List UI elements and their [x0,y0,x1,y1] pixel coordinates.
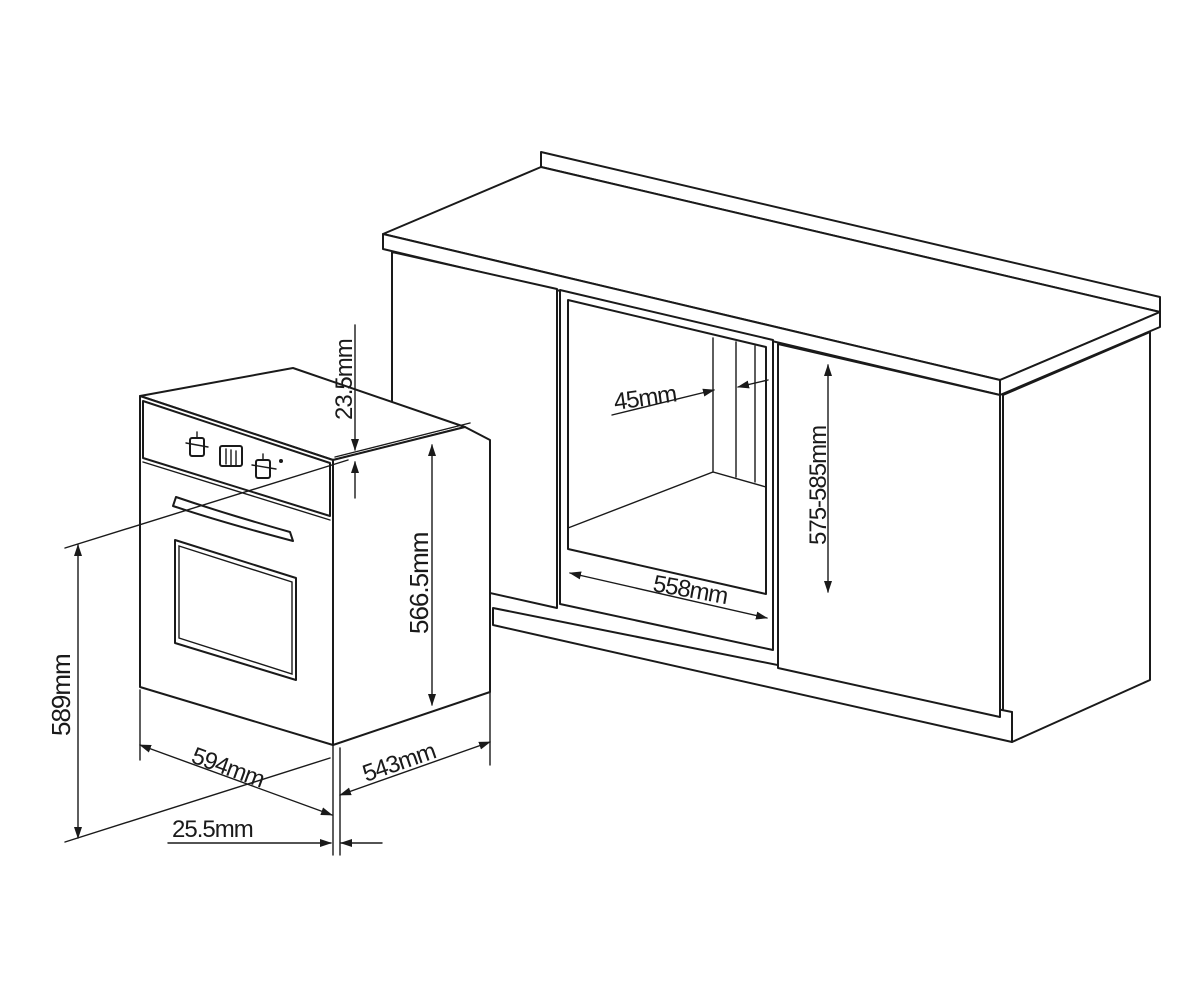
dim-depth-line [339,741,491,796]
dim-side-gap-right [737,379,769,389]
dim-total-height-ext-top [64,459,349,549]
label-total-height: 589mm [46,654,76,736]
label-front-offset: 25.5mm [172,816,253,843]
dim-cutout-width-line [569,571,768,620]
label-width: 594mm [188,742,268,793]
display-icon [219,445,243,467]
kitchen-cabinet [382,151,1161,743]
dimensions [64,324,832,847]
label-depth: 543mm [359,738,439,788]
dim-top-gap-ext [334,422,471,458]
dim-side-gap-left [611,388,715,416]
oven-window-inner [178,545,293,675]
knob-left-icon [185,431,209,457]
oven-door-handle [172,496,294,542]
label-oven-height: 566.5mm [404,533,434,634]
label-cutout-height: 575-585mm [805,426,832,545]
built-in-oven [139,367,491,856]
control-panel-bottom-edge [142,461,331,521]
dim-width-line [139,744,333,816]
cabinet-side-panel [1002,331,1151,743]
oven-window [174,539,297,681]
worktop-side-edge [999,311,1161,396]
cabinet-right-door [777,343,1001,718]
knob-right-icon [251,453,283,479]
label-top-gap: 23.5mm [331,339,358,420]
